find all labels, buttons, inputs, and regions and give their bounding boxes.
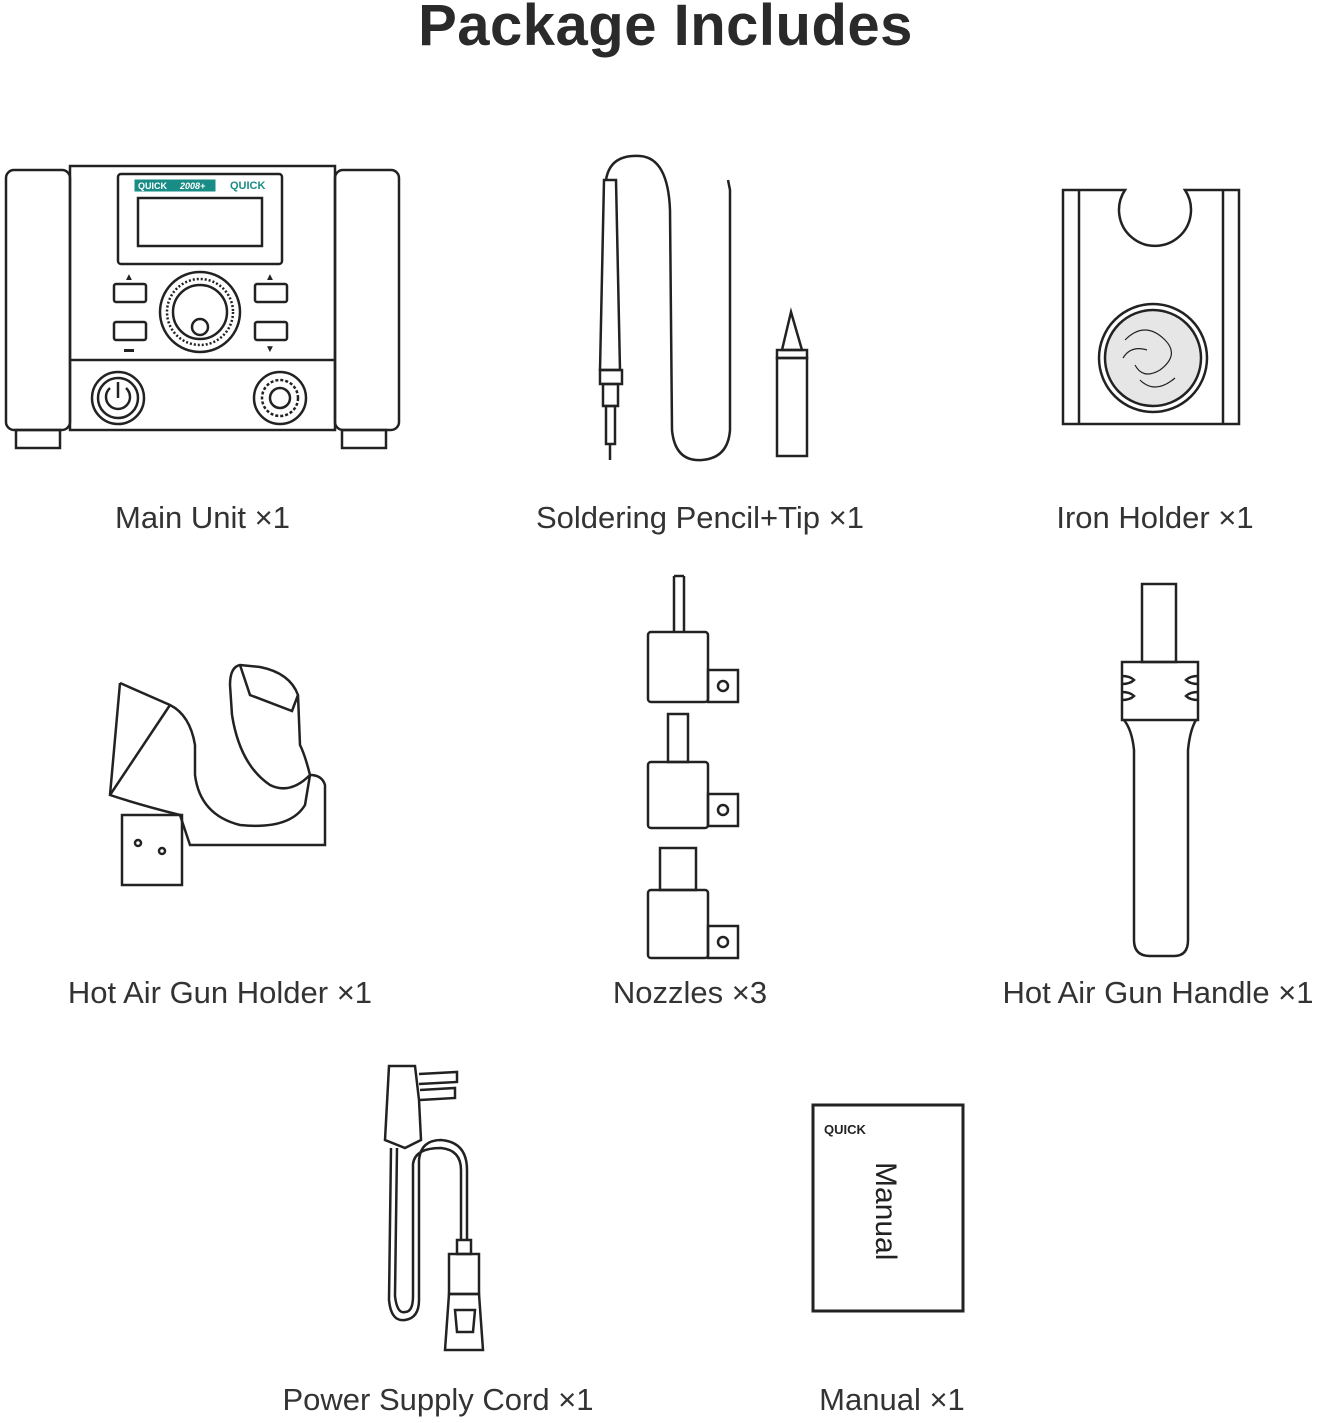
hot-air-gun-holder-label: Hot Air Gun Holder ×1 <box>67 975 373 1010</box>
svg-text:▬: ▬ <box>124 344 134 355</box>
hot-air-gun-holder-illustration <box>100 655 340 895</box>
iron-holder-illustration <box>1055 180 1255 430</box>
soldering-pencil-illustration <box>580 150 820 465</box>
power-supply-cord-illustration <box>375 1060 495 1360</box>
main-unit-label: Main Unit ×1 <box>115 500 290 535</box>
manual-brand-text: QUICK <box>824 1122 867 1137</box>
power-supply-cord-label: Power Supply Cord ×1 <box>282 1382 594 1417</box>
iron-holder-label: Iron Holder ×1 <box>1056 500 1254 535</box>
nozzles-label: Nozzles ×3 <box>612 975 768 1010</box>
page-title: Package Includes <box>418 0 913 58</box>
screen-brand-text: QUICK <box>230 180 266 192</box>
screen-logo-text: QUICK <box>138 181 168 191</box>
manual-cover-text: Manual <box>869 1162 902 1260</box>
manual-illustration: QUICK Manual <box>810 1102 968 1314</box>
nozzles-illustration <box>640 572 750 962</box>
main-unit-illustration: QUICK 2008+ QUICK ▲ ▬ ▲ ▼ <box>0 160 405 460</box>
manual-label: Manual ×1 <box>819 1382 965 1417</box>
svg-text:▼: ▼ <box>265 344 275 355</box>
hot-air-gun-handle-label: Hot Air Gun Handle ×1 <box>1002 975 1314 1010</box>
svg-text:▲: ▲ <box>265 272 275 283</box>
hot-air-gun-handle-illustration <box>1110 580 1210 960</box>
screen-model-text: 2008+ <box>179 181 206 191</box>
soldering-pencil-label: Soldering Pencil+Tip ×1 <box>536 500 864 535</box>
svg-text:▲: ▲ <box>124 272 134 283</box>
